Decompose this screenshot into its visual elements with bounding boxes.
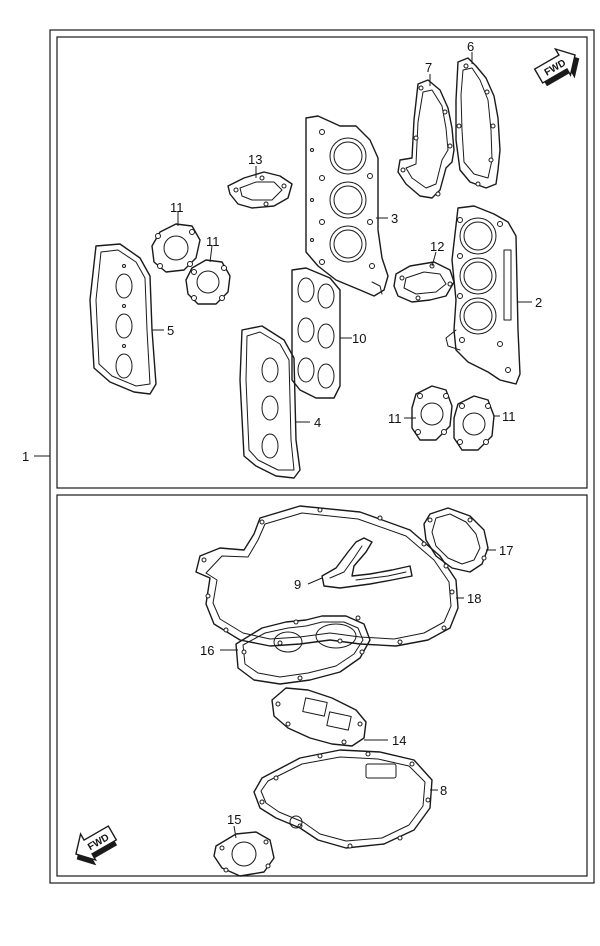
callout-8: 8 (440, 783, 447, 798)
callout-labels: 1 2 3 4 5 6 7 8 9 10 11 11 11 11 12 13 1… (22, 39, 542, 827)
callout-11b: 11 (206, 234, 220, 249)
part-4-valve-cover-gasket (239, 325, 301, 479)
part-8-oil-pan-gasket (253, 749, 433, 849)
part-15-gasket (213, 831, 275, 877)
callout-12: 12 (430, 239, 444, 254)
callout-14: 14 (392, 733, 406, 748)
fwd-arrow-bottom (75, 825, 118, 866)
callout-7: 7 (425, 60, 432, 75)
part-9-gasket (321, 537, 413, 589)
part-16-gasket (235, 615, 371, 685)
part-17-gasket (423, 507, 489, 573)
part-7-gasket (397, 79, 455, 199)
part-11d-gasket (453, 395, 495, 451)
callout-10: 10 (352, 331, 366, 346)
callout-11a: 11 (170, 200, 184, 215)
callout-16: 16 (200, 643, 214, 658)
leader-lines (152, 52, 532, 839)
callout-15: 15 (227, 812, 241, 827)
callout-18: 18 (467, 591, 481, 606)
part-3-head-gasket (305, 115, 389, 297)
part-11a-gasket (151, 223, 201, 273)
part-13-gasket (227, 171, 293, 209)
part-2-head-gasket (445, 205, 521, 385)
callout-11d: 11 (502, 409, 516, 424)
part-18-crankcase-gasket (195, 505, 459, 647)
part-12-gasket (393, 261, 455, 303)
lower-panel (56, 494, 588, 877)
part-14-gasket (271, 687, 367, 747)
callout-9: 9 (294, 577, 301, 592)
callout-13: 13 (248, 152, 262, 167)
callout-4: 4 (314, 415, 321, 430)
callout-1: 1 (22, 449, 29, 464)
part-6-gasket (455, 57, 501, 189)
callout-6: 6 (467, 39, 474, 54)
callout-5: 5 (167, 323, 174, 338)
part-5-valve-cover-gasket (89, 243, 157, 395)
part-11c-gasket (411, 385, 453, 441)
callout-17: 17 (499, 543, 513, 558)
callout-3: 3 (391, 211, 398, 226)
callout-2: 2 (535, 295, 542, 310)
part-10-intake-gasket (291, 267, 341, 399)
callout-11c: 11 (388, 411, 402, 426)
fwd-arrow-top: FWD (533, 47, 580, 87)
part-11b-gasket (185, 259, 231, 305)
upper-panel (56, 36, 588, 489)
